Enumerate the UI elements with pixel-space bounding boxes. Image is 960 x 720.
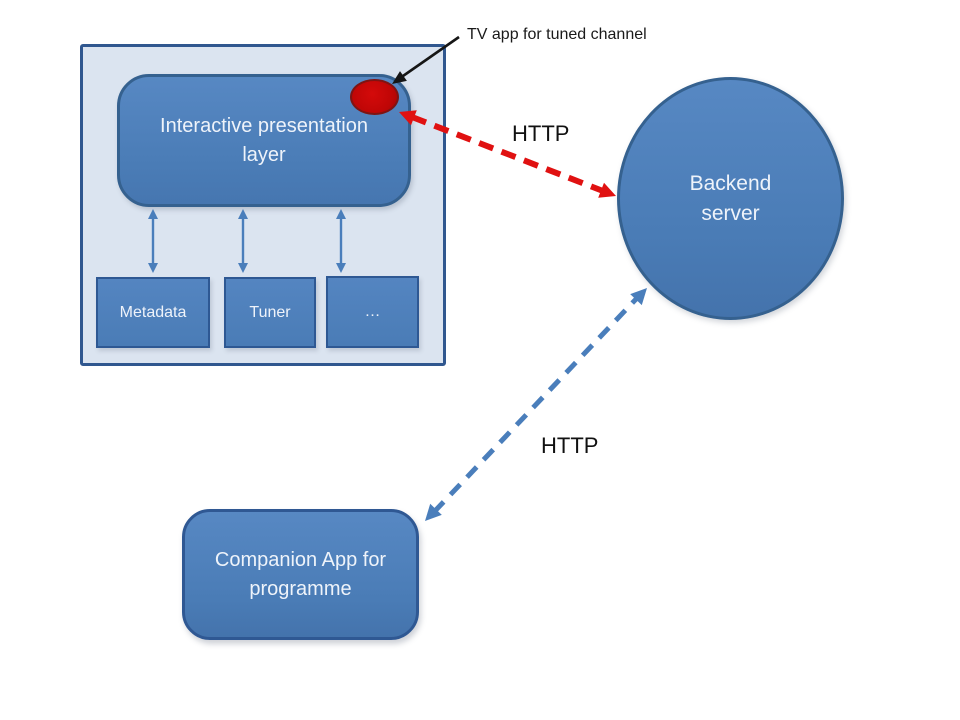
module-box-tuner: Tuner — [224, 277, 316, 348]
module-label-ellipsis: … — [364, 303, 381, 320]
module-box-ellipsis: … — [326, 276, 419, 348]
http-label-top: HTTP — [512, 121, 570, 146]
module-label-metadata: Metadata — [119, 303, 187, 321]
backend-server-label: Backend server — [689, 171, 772, 225]
http-label-bottom: HTTP — [541, 433, 599, 458]
module-box-metadata: Metadata — [96, 277, 210, 348]
backend-server-circle: Backend server — [617, 77, 844, 320]
module-label-tuner: Tuner — [249, 303, 291, 321]
companion-app-label: Companion App for programme — [214, 548, 387, 600]
companion-app-box: Companion App for programme — [182, 509, 419, 640]
http-arrow-bottom — [425, 288, 647, 521]
tv-app-red-dot — [350, 79, 399, 115]
interactive-presentation-layer-label: Interactive presentation layer — [160, 114, 368, 166]
tv-app-annotation-label: TV app for tuned channel — [467, 26, 647, 43]
